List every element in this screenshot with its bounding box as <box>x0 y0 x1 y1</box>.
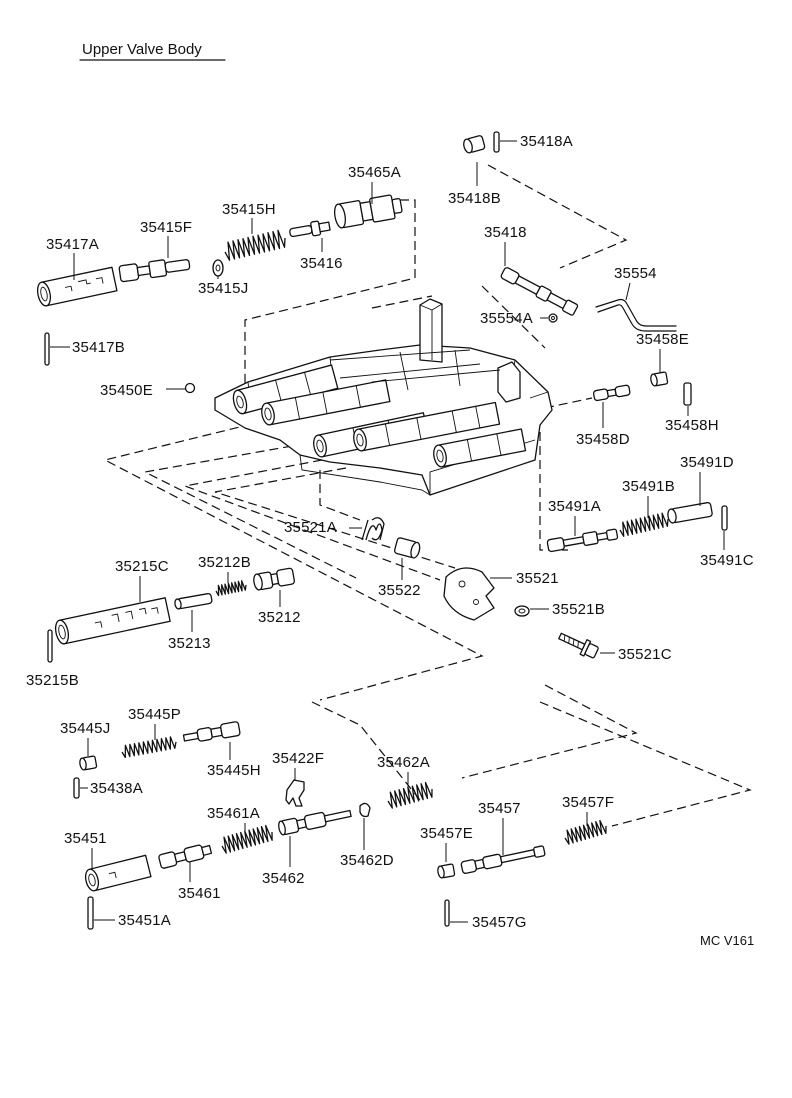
part-35461-valve <box>158 844 213 869</box>
callout-35462A: 35462A <box>377 754 430 771</box>
callout-35212: 35212 <box>258 609 301 626</box>
callout-35415H: 35415H <box>222 201 276 218</box>
callout-35491B: 35491B <box>622 478 675 495</box>
part-35445H-valve <box>182 721 241 742</box>
callout-35213: 35213 <box>168 635 211 652</box>
part-35462-valve <box>278 809 352 836</box>
part-35422F-clip <box>285 779 305 807</box>
part-35415H-spring <box>224 229 286 261</box>
callout-35491C: 35491C <box>700 552 754 569</box>
part-35212-valve <box>253 567 296 591</box>
part-35458H-pin <box>683 382 692 406</box>
part-35462A-spring <box>387 781 433 809</box>
callout-35451A: 35451A <box>118 912 171 929</box>
callout-35418: 35418 <box>484 224 527 241</box>
part-35554-manual-rod <box>595 298 677 327</box>
callout-35458E: 35458E <box>636 331 689 348</box>
part-35415F-valve <box>118 259 191 283</box>
part-35457G-pin <box>444 899 450 927</box>
callout-35554: 35554 <box>614 265 657 282</box>
part-35458E-plug <box>650 371 669 387</box>
part-35445J-plug <box>79 755 98 771</box>
callout-35465A: 35465A <box>348 164 401 181</box>
part-35215B-pin <box>47 629 53 663</box>
callout-35462: 35462 <box>262 870 305 887</box>
callout-35457F: 35457F <box>562 794 614 811</box>
callout-35418B: 35418B <box>448 190 501 207</box>
callout-35521: 35521 <box>516 570 559 587</box>
part-35213-plug <box>174 592 213 610</box>
part-35521A-torsion-spring <box>361 517 385 541</box>
part-35457-valve <box>460 845 546 874</box>
callout-35418A: 35418A <box>520 133 573 150</box>
part-35438A-pin <box>73 777 80 799</box>
callout-35461A: 35461A <box>207 805 260 822</box>
part-35215C-sleeve <box>54 597 171 645</box>
part-35554A-e-ring <box>548 313 558 323</box>
diagram-title: Upper Valve Body <box>82 41 202 58</box>
callout-35451: 35451 <box>64 830 107 847</box>
callout-35438A: 35438A <box>90 780 143 797</box>
callout-35445P: 35445P <box>128 706 181 723</box>
callout-35422F: 35422F <box>272 750 324 767</box>
part-35451-sleeve <box>84 854 152 892</box>
part-35491B-spring <box>619 512 669 537</box>
callout-35462D: 35462D <box>340 852 394 869</box>
callout-35450E: 35450E <box>100 382 153 399</box>
figure-code: MC V161 <box>700 933 754 948</box>
part-35491D-plug <box>667 501 713 524</box>
callout-35416: 35416 <box>300 255 343 272</box>
part-35457F-spring <box>564 819 607 845</box>
part-35521B-washer <box>514 605 530 617</box>
callout-35521C: 35521C <box>618 646 672 663</box>
callout-35445H: 35445H <box>207 762 261 779</box>
part-35212B-spring <box>215 580 247 597</box>
callout-35215C: 35215C <box>115 558 169 575</box>
callout-35521A: 35521A <box>284 519 337 536</box>
assembly-dashed-lines <box>103 164 752 827</box>
part-35491C-pin <box>721 505 728 531</box>
callout-35417A: 35417A <box>46 236 99 253</box>
part-35458D-valve <box>592 384 631 402</box>
callout-35522: 35522 <box>378 582 421 599</box>
callout-35445J: 35445J <box>60 720 110 737</box>
part-35417A-sleeve <box>36 266 118 307</box>
callout-35458H: 35458H <box>665 417 719 434</box>
callout-35554A: 35554A <box>480 310 533 327</box>
callout-35215B: 35215B <box>26 672 79 689</box>
part-35418A-pin <box>493 131 500 153</box>
part-35491A-valve <box>546 528 619 553</box>
part-35451A-pin <box>87 896 94 930</box>
callout-35491A: 35491A <box>548 498 601 515</box>
part-35418-shaft <box>500 267 579 316</box>
callout-35415F: 35415F <box>140 219 192 236</box>
callout-35461: 35461 <box>178 885 221 902</box>
part-35416-plug <box>289 220 331 238</box>
callout-35457E: 35457E <box>420 825 473 842</box>
callout-35457: 35457 <box>478 800 521 817</box>
part-35522-roller <box>393 537 421 559</box>
part-35461A-spring <box>221 824 273 854</box>
part-35417B-pin <box>44 332 50 366</box>
callout-35491D: 35491D <box>680 454 734 471</box>
callout-35458D: 35458D <box>576 431 630 448</box>
callout-35521B: 35521B <box>552 601 605 618</box>
part-35418B-cap <box>463 135 486 154</box>
callout-35417B: 35417B <box>72 339 125 356</box>
part-35457E-plug <box>437 863 456 879</box>
part-35415J-washer <box>212 259 224 277</box>
part-35462D-clip <box>359 802 371 818</box>
callout-labels: 35418A 35418B 35465A 35415H 35415F 35417… <box>26 133 754 931</box>
part-35521-detent-plate <box>443 567 495 621</box>
part-35450E-ball <box>184 382 196 394</box>
callout-35457G: 35457G <box>472 914 527 931</box>
part-35445P-spring <box>121 736 177 759</box>
part-35521C-bolt <box>558 632 599 659</box>
callout-35212B: 35212B <box>198 554 251 571</box>
leader-lines <box>50 140 725 923</box>
part-35465A-valve <box>334 194 403 229</box>
callout-35415J: 35415J <box>198 280 248 297</box>
upper-valve-body-casting <box>214 298 553 496</box>
